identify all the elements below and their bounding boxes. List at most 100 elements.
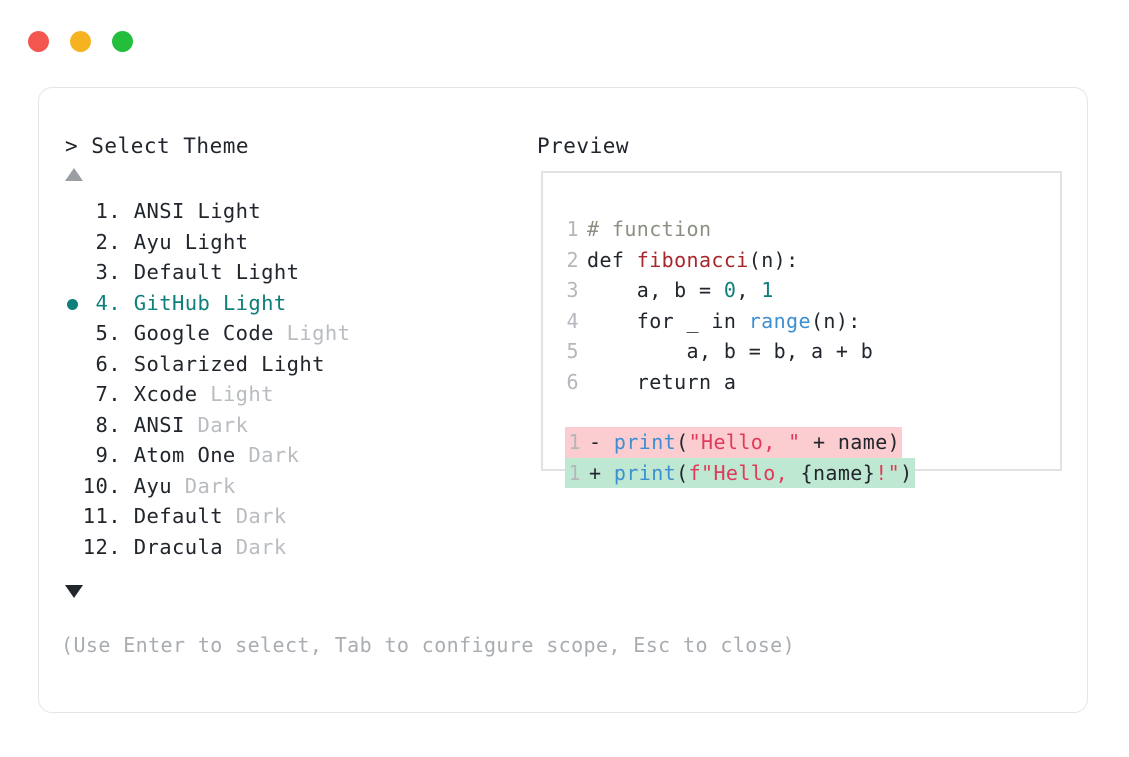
- code-token: a, b =: [587, 278, 724, 302]
- theme-item-number: 11.: [82, 504, 121, 528]
- line-number: 5: [566, 339, 579, 363]
- diff-line-plus: 1+ print(f"Hello, {name}!"): [565, 457, 915, 488]
- code-token: ,: [736, 278, 762, 302]
- theme-item-variant: Light: [222, 290, 287, 315]
- code-line: 3 a, b = 0, 1: [565, 275, 915, 306]
- theme-list-item[interactable]: 11. Default Dark: [65, 501, 495, 532]
- scroll-up-indicator-icon[interactable]: [65, 168, 83, 181]
- theme-item-variant: Light: [197, 199, 262, 223]
- theme-item-number: 5.: [95, 321, 121, 345]
- line-number: 4: [566, 308, 579, 333]
- theme-item-name: Default: [121, 504, 236, 528]
- theme-item-number: 2.: [95, 229, 121, 254]
- preview-title: Preview: [537, 134, 630, 158]
- code-token: (: [676, 430, 689, 454]
- code-line: 2 def fibonacci(n):: [565, 245, 915, 276]
- code-token: for _ in: [587, 308, 749, 333]
- code-token: print: [613, 460, 677, 485]
- diff-highlight: 1+ print(f"Hello, {name}!"): [565, 457, 915, 488]
- theme-item-name: ANSI: [121, 412, 198, 437]
- code-token: def: [587, 247, 637, 272]
- theme-list-item[interactable]: 7. Xcode Light: [65, 379, 495, 410]
- line-number: 6: [566, 369, 579, 394]
- keyboard-hint: (Use Enter to select, Tab to configure s…: [61, 633, 796, 657]
- close-window-button[interactable]: [28, 31, 49, 52]
- code-line: 5 a, b = b, a + b: [565, 336, 915, 367]
- theme-list-item[interactable]: 3. Default Light: [65, 257, 495, 288]
- code-token: (: [676, 460, 689, 485]
- theme-list-item[interactable]: 12. Dracula Dark: [65, 532, 495, 563]
- theme-item-number: 8.: [95, 412, 121, 437]
- code-token: # function: [587, 217, 712, 241]
- theme-item-variant: Light: [184, 229, 249, 254]
- theme-item-name: GitHub: [121, 290, 223, 315]
- code-token: 0: [723, 278, 737, 302]
- theme-item-variant: Dark: [235, 534, 287, 559]
- diff-highlight: 1- print("Hello, " + name): [565, 427, 903, 458]
- window-controls: [28, 31, 133, 52]
- theme-list-item[interactable]: 2. Ayu Light: [65, 227, 495, 258]
- line-number: 1: [568, 460, 581, 485]
- theme-item-variant: Light: [261, 351, 325, 376]
- minimize-window-button[interactable]: [70, 31, 91, 52]
- theme-item-number: 7.: [95, 382, 121, 406]
- theme-item-name: Default: [121, 260, 236, 284]
- theme-item-number: 9.: [95, 443, 121, 467]
- diff-line-minus: 1- print("Hello, " + name): [565, 427, 915, 458]
- line-number: 1: [568, 430, 581, 454]
- diff-sign: +: [589, 460, 614, 485]
- theme-item-variant: Light: [235, 260, 300, 284]
- theme-item-number: 6.: [95, 351, 121, 376]
- code-token: 1: [761, 278, 774, 302]
- code-token: range: [748, 308, 811, 333]
- theme-item-name: Google Code: [121, 321, 287, 345]
- code-spacer: [565, 397, 915, 427]
- line-number: 2: [566, 247, 579, 272]
- theme-item-variant: Dark: [248, 443, 300, 467]
- theme-item-name: Solarized: [121, 351, 262, 376]
- theme-list-item[interactable]: 10. Ayu Dark: [65, 471, 495, 502]
- diff-sign: -: [589, 430, 614, 454]
- selected-bullet-icon: [67, 298, 78, 310]
- theme-item-name: ANSI: [121, 199, 198, 223]
- scroll-down-indicator-icon[interactable]: [65, 585, 83, 598]
- theme-item-variant: Dark: [197, 412, 249, 437]
- code-token: + name): [800, 430, 901, 454]
- code-line: 4 for _ in range(n):: [565, 306, 915, 337]
- page-title: > Select Theme: [65, 134, 250, 158]
- code-token: print: [613, 430, 677, 454]
- title-bar: [0, 0, 1129, 76]
- code-line: 6 return a: [565, 367, 915, 398]
- theme-item-variant: Light: [286, 321, 351, 345]
- theme-item-name: Xcode: [121, 382, 211, 406]
- code-token: a, b = b, a + b: [587, 339, 874, 363]
- theme-item-name: Ayu: [121, 473, 185, 498]
- code-token: fibonacci: [636, 247, 749, 272]
- theme-list-item[interactable]: 4. GitHub Light: [65, 288, 495, 319]
- code-token: ): [900, 460, 913, 485]
- theme-list-item[interactable]: 8. ANSI Dark: [65, 410, 495, 441]
- code-line: 1 # function: [565, 214, 915, 245]
- theme-list-item[interactable]: 5. Google Code Light: [65, 318, 495, 349]
- code-token: return a: [587, 369, 737, 394]
- code-token: (n):: [810, 308, 861, 333]
- theme-item-number: 3.: [95, 260, 121, 284]
- theme-list-item[interactable]: 1. ANSI Light: [65, 196, 495, 227]
- theme-item-variant: Dark: [184, 473, 236, 498]
- theme-list-item[interactable]: 6. Solarized Light: [65, 349, 495, 380]
- theme-item-number: 12.: [82, 534, 121, 559]
- theme-item-name: Ayu: [121, 229, 185, 254]
- theme-item-name: Dracula: [121, 534, 236, 559]
- line-number: 1: [566, 217, 579, 241]
- code-token: (n):: [748, 247, 799, 272]
- theme-list-item[interactable]: 9. Atom One Dark: [65, 440, 495, 471]
- maximize-window-button[interactable]: [112, 31, 133, 52]
- theme-item-variant: Dark: [235, 504, 287, 528]
- code-token: f"Hello,: [688, 460, 801, 485]
- code-token: "Hello, ": [688, 430, 801, 454]
